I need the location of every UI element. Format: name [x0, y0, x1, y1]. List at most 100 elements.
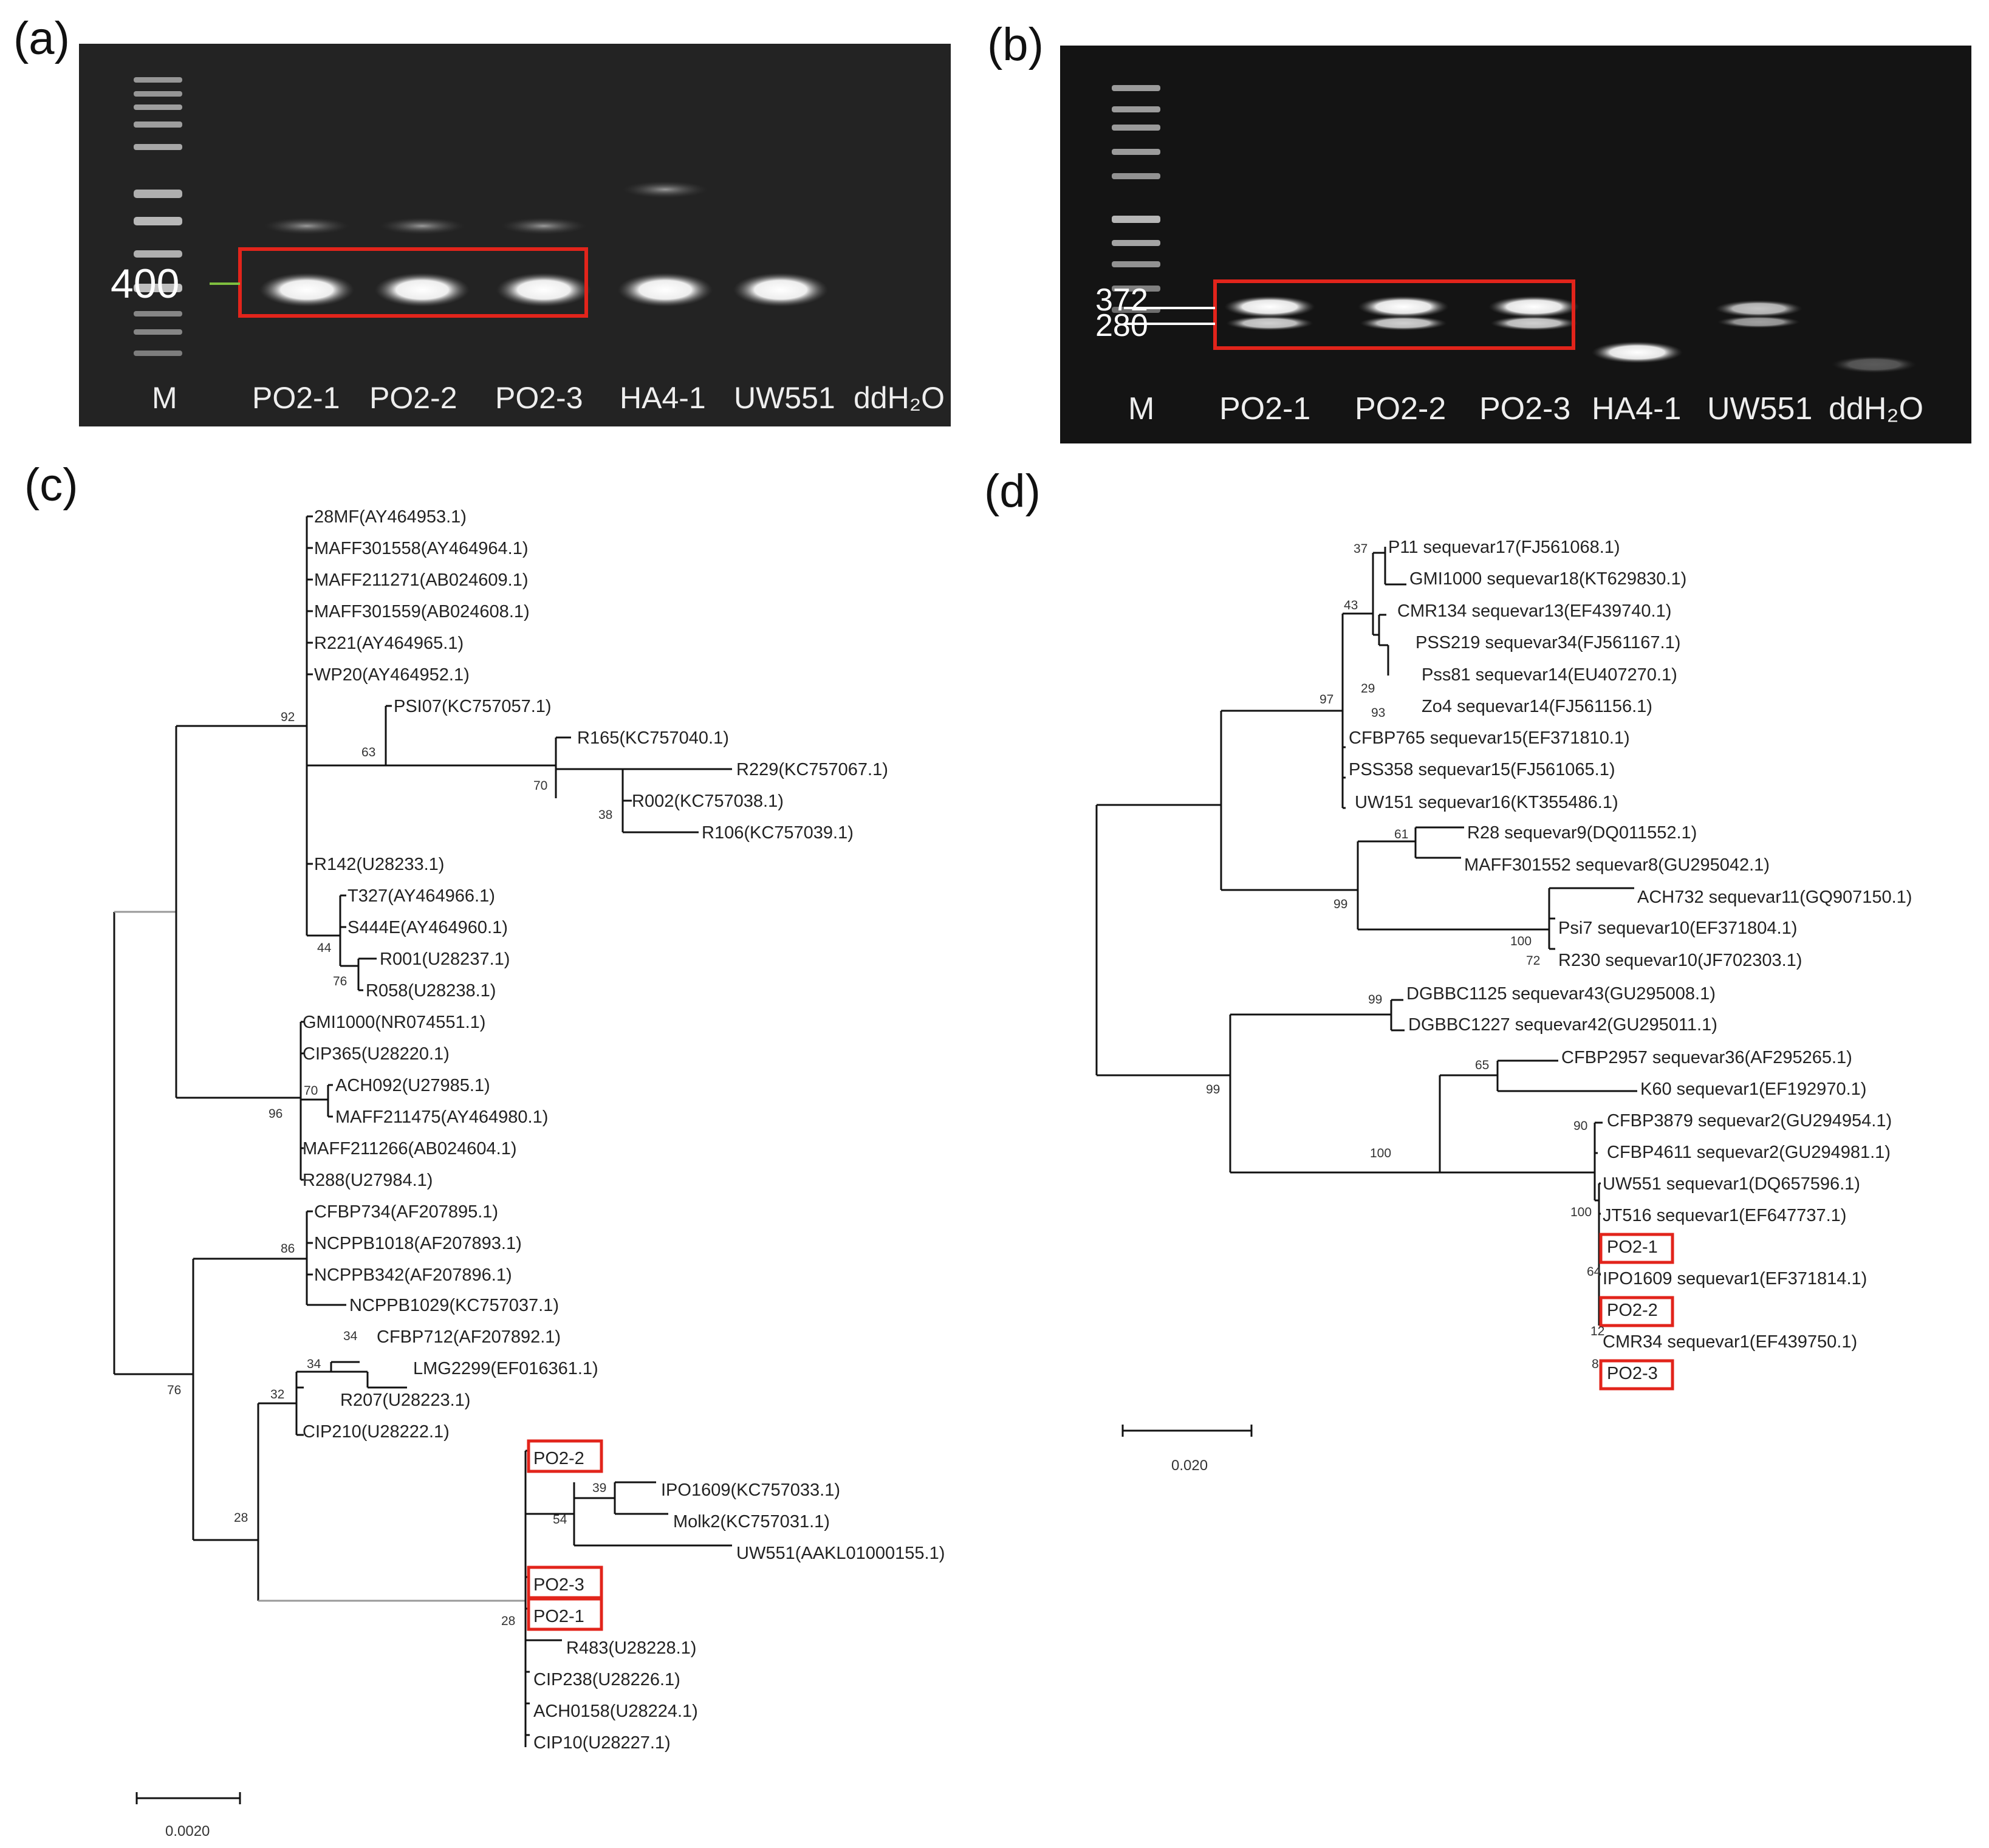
gel-image-b: 372 280 M PO2-1 PO2-2 PO2-3 HA4-1 UW551 … — [1060, 46, 1971, 443]
lane-label: PO2-2 — [369, 381, 457, 415]
bootstrap-value: 96 — [269, 1107, 282, 1121]
bootstrap-value: 61 — [1394, 827, 1408, 841]
taxon-label: CIP10(U28227.1) — [533, 1733, 671, 1753]
taxon-label: CMR34 sequevar1(EF439750.1) — [1603, 1332, 1857, 1352]
bootstrap-value: 70 — [304, 1084, 318, 1098]
taxon-label: MAFF211271(AB024609.1) — [314, 570, 529, 590]
bootstrap-value: 93 — [1371, 706, 1385, 720]
tree-c-bootstrap: 92 63 70 38 44 76 70 96 86 34 34 32 76 3… — [167, 710, 612, 1628]
taxon-label-highlight: PO2-2 — [533, 1449, 584, 1468]
bootstrap-value: 99 — [1368, 993, 1382, 1007]
band-uw551 — [733, 273, 828, 307]
lane-label: PO2-1 — [1219, 391, 1310, 426]
taxon-label: MAFF301552 sequevar8(GU295042.1) — [1464, 855, 1770, 875]
taxon-label: R221(AY464965.1) — [314, 634, 464, 653]
taxon-label: MAFF301559(AB024608.1) — [314, 602, 530, 621]
bootstrap-value: 39 — [592, 1481, 606, 1495]
ladder-bands — [134, 77, 182, 356]
band-uw551 — [1715, 300, 1802, 317]
taxon-label: JT516 sequevar1(EF647737.1) — [1603, 1206, 1846, 1225]
taxon-label: S444E(AY464960.1) — [347, 918, 508, 937]
taxon-label: P11 sequevar17(FJ561068.1) — [1388, 538, 1620, 557]
bootstrap-value: 70 — [533, 779, 547, 793]
bootstrap-value: 97 — [1320, 693, 1333, 707]
taxon-label: Psi7 sequevar10(EF371804.1) — [1558, 919, 1797, 938]
taxon-label: CIP365(U28220.1) — [303, 1044, 450, 1064]
bootstrap-value: 65 — [1475, 1058, 1489, 1072]
bootstrap-value: 99 — [1206, 1083, 1220, 1097]
taxon-label-highlight: PO2-2 — [1607, 1301, 1658, 1320]
bootstrap-value: 8 — [1592, 1357, 1599, 1371]
bootstrap-value: 12 — [1590, 1324, 1604, 1338]
taxon-label: MAFF301558(AY464964.1) — [314, 539, 529, 558]
taxon-label: R002(KC757038.1) — [632, 792, 784, 811]
band-po2-1 — [259, 273, 354, 307]
tree-c-highlight-boxes — [527, 1439, 603, 1631]
lane-label: HA4-1 — [1592, 391, 1681, 426]
tree-c-taxa: 28MF(AY464953.1) MAFF301558(AY464964.1) … — [303, 507, 945, 1753]
taxon-label: CMR134 sequevar13(EF439740.1) — [1397, 601, 1671, 621]
lane-labels-a: M PO2-1 PO2-2 PO2-3 HA4-1 UW551 ddH₂O — [152, 381, 945, 415]
taxon-label: Pss81 sequevar14(EU407270.1) — [1422, 665, 1677, 685]
phylogenetic-tree-d: P11 sequevar17(FJ561068.1) GMI1000 seque… — [1095, 538, 1912, 1474]
taxon-label: IPO1609 sequevar1(EF371814.1) — [1603, 1269, 1867, 1288]
taxon-label: ACH092(U27985.1) — [335, 1076, 490, 1095]
lane-label: PO2-3 — [1479, 391, 1570, 426]
taxon-label-highlight: PO2-1 — [533, 1607, 584, 1626]
bootstrap-value: 92 — [281, 710, 295, 724]
highlight-box — [527, 1439, 603, 1473]
gel-background — [79, 44, 951, 426]
lane-label: PO2-1 — [252, 381, 340, 415]
bootstrap-value: 34 — [307, 1357, 321, 1371]
taxon-label: NCPPB342(AF207896.1) — [314, 1265, 512, 1285]
band-po2-3 — [496, 273, 591, 307]
panel-label-d: (d) — [984, 465, 1041, 517]
taxon-label: ACH732 sequevar11(GQ907150.1) — [1637, 888, 1912, 907]
taxon-label-highlight: PO2-1 — [1607, 1237, 1658, 1257]
bootstrap-value: 37 — [1354, 542, 1368, 556]
taxon-label: CFBP734(AF207895.1) — [314, 1202, 498, 1222]
lane-label: ddH₂O — [1829, 391, 1923, 426]
taxon-label: DGBBC1125 sequevar43(GU295008.1) — [1406, 984, 1716, 1004]
taxon-label: R229(KC757067.1) — [736, 760, 888, 779]
taxon-label: T327(AY464966.1) — [347, 886, 495, 906]
lane-labels-b: M PO2-1 PO2-2 PO2-3 HA4-1 UW551 ddH₂O — [1128, 391, 1923, 426]
taxon-label: PSS358 sequevar15(FJ561065.1) — [1349, 760, 1615, 779]
panel-label-c: (c) — [24, 459, 78, 511]
bootstrap-value: 76 — [333, 974, 347, 988]
tree-c-scale-bar: 0.0020 — [135, 1792, 241, 1839]
taxon-label: UW551(AAKL01000155.1) — [736, 1544, 945, 1563]
lane-label: HA4-1 — [620, 381, 706, 415]
taxon-label: R207(U28223.1) — [340, 1391, 470, 1410]
scale-label: 0.020 — [1171, 1457, 1208, 1474]
panel-label-a: (a) — [13, 13, 70, 64]
highlight-box — [1599, 1296, 1674, 1327]
bootstrap-value: 29 — [1361, 682, 1375, 696]
taxon-label: CFBP2957 sequevar36(AF295265.1) — [1561, 1048, 1852, 1067]
taxon-label: R28 sequevar9(DQ011552.1) — [1467, 823, 1697, 843]
taxon-label: CIP238(U28226.1) — [533, 1670, 680, 1689]
gel-background — [1060, 46, 1971, 443]
bootstrap-value: 86 — [281, 1242, 295, 1256]
marker-label-372: 372 — [1095, 282, 1148, 318]
phylogenetic-tree-c: 28MF(AY464953.1) MAFF301558(AY464964.1) … — [113, 507, 945, 1839]
taxon-label: R106(KC757039.1) — [702, 823, 854, 843]
bootstrap-value: 63 — [361, 745, 375, 759]
lane-label: PO2-3 — [495, 381, 583, 415]
highlight-box — [1599, 1359, 1674, 1391]
taxon-label: 28MF(AY464953.1) — [314, 507, 467, 527]
tree-d-bootstrap: 37 43 29 93 97 61 99 100 72 99 99 65 100… — [1206, 542, 1604, 1371]
lane-label: UW551 — [1707, 391, 1812, 426]
taxon-label: IPO1609(KC757033.1) — [661, 1480, 840, 1500]
taxon-label: LMG2299(EF016361.1) — [413, 1359, 598, 1378]
tree-d-branches — [1095, 547, 1637, 1326]
tree-d-scale-bar: 0.020 — [1121, 1425, 1253, 1474]
bootstrap-value: 34 — [343, 1329, 358, 1343]
taxon-label: R058(U28238.1) — [366, 981, 496, 1001]
taxon-label: GMI1000(NR074551.1) — [303, 1013, 485, 1032]
taxon-label: NCPPB1029(KC757037.1) — [349, 1296, 559, 1315]
marker-label-400: 400 — [111, 261, 179, 307]
bootstrap-value: 100 — [1570, 1205, 1592, 1219]
taxon-label: K60 sequevar1(EF192970.1) — [1640, 1080, 1866, 1099]
lane-label: M — [1128, 391, 1154, 426]
